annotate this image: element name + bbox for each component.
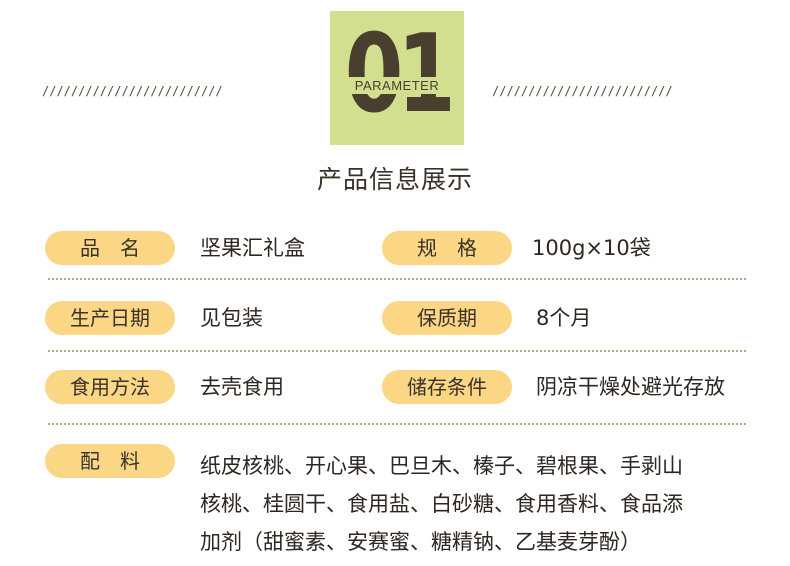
label-usage: 食用方法 [45,370,175,404]
label-shelf-life: 保质期 [382,301,512,335]
value-production-date: 见包装 [200,306,263,330]
value-spec: 100g×10袋 [532,236,651,260]
decorative-slashes-right: ///////////////////////// [492,84,673,98]
value-storage: 阴凉干燥处避光存放 [536,375,725,399]
decorative-slashes-left: ///////////////////////// [42,84,223,98]
row-divider [48,350,746,352]
label-ingredients: 配 料 [45,444,175,478]
page-title: 产品信息展示 [316,165,473,194]
value-ingredients: 纸皮核桃、开心果、巴旦木、榛子、碧根果、手剥山 核桃、桂圆干、食用盐、白砂糖、食… [200,454,683,554]
section-subtitle: PARAMETER [344,77,450,94]
label-storage: 储存条件 [382,370,512,404]
section-number: 01 [344,12,456,137]
row-divider [48,423,746,425]
row-divider [48,278,746,280]
value-usage: 去壳食用 [200,375,284,399]
label-product-name: 品 名 [45,231,175,265]
section-badge: 01 PARAMETER [330,11,464,145]
label-production-date: 生产日期 [45,301,175,335]
value-product-name: 坚果汇礼盒 [200,236,305,260]
value-shelf-life: 8个月 [536,306,592,330]
label-spec: 规 格 [382,231,512,265]
